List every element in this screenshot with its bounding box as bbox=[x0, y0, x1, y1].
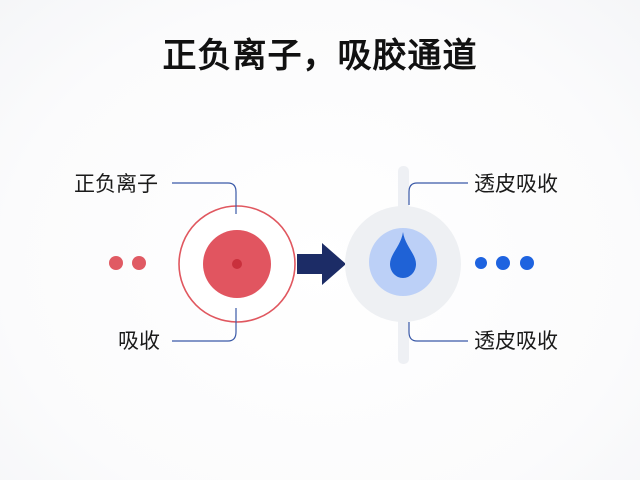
red-ion-dot bbox=[109, 256, 123, 270]
blue-dot bbox=[475, 257, 487, 269]
leader-line-transdermal-bottom bbox=[408, 322, 468, 342]
leader-line-ions bbox=[172, 182, 237, 214]
blue-dot bbox=[520, 256, 534, 270]
blue-dot bbox=[496, 256, 510, 270]
leader-line-absorption bbox=[172, 308, 237, 342]
absorption-node bbox=[345, 206, 461, 322]
red-ion-dot bbox=[132, 256, 146, 270]
water-drop-icon bbox=[390, 232, 416, 278]
ion-node bbox=[178, 205, 296, 323]
leader-line-transdermal-top bbox=[408, 182, 468, 205]
label-transdermal-top: 透皮吸收 bbox=[474, 172, 558, 196]
page-title: 正负离子，吸胶通道 bbox=[162, 36, 478, 76]
right-arrow-icon bbox=[297, 243, 346, 285]
ion-center-dot bbox=[232, 259, 242, 269]
label-absorption: 吸收 bbox=[118, 329, 160, 353]
label-transdermal-bottom: 透皮吸收 bbox=[474, 329, 558, 353]
label-ions: 正负离子 bbox=[74, 172, 158, 196]
